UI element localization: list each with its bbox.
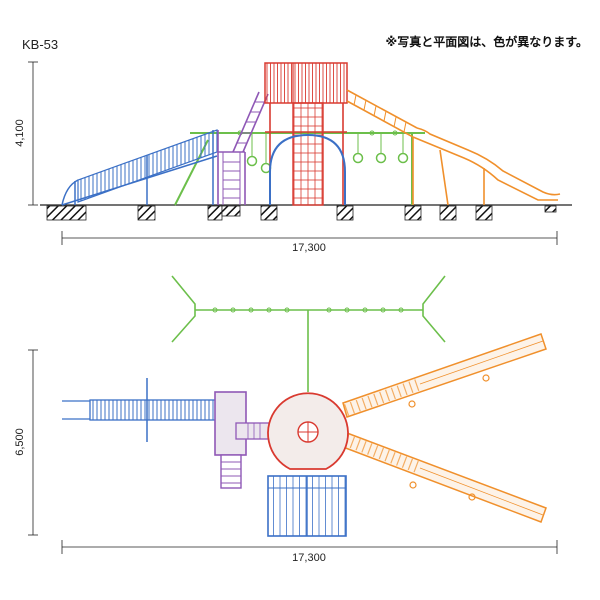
bar-joint (392, 130, 398, 136)
lower-slide-rungs (343, 434, 423, 474)
plan-blue-deck (267, 475, 347, 537)
elevation-red-tower (264, 62, 348, 206)
elevation-blue-ramp (61, 129, 218, 206)
plan-width-label: 17,300 (292, 552, 326, 564)
plan-monkey-bars (171, 275, 446, 392)
hanging-ring (246, 155, 258, 167)
plan-view: 6,500 (14, 275, 558, 564)
bar-joint (230, 307, 236, 313)
elevation-width-dimension (61, 231, 558, 245)
orange-stair-rung (353, 94, 357, 106)
bar-joint (266, 307, 272, 313)
orange-stair-rail-bottom (346, 100, 414, 138)
foundation-block (207, 205, 223, 221)
bar-joint (362, 307, 368, 313)
red-tower-roof (264, 62, 348, 104)
orange-stair-rung (373, 105, 377, 117)
upper-slide-rungs (344, 378, 422, 416)
foundation-block (46, 205, 87, 221)
orange-stair-rung (383, 110, 387, 122)
slide-support (439, 149, 449, 206)
purple-bridge-plan (235, 422, 271, 440)
bar-joint (326, 307, 332, 313)
plan-depth-dimension (28, 349, 38, 536)
frame-right-fork (422, 275, 446, 343)
plan-depth-label: 6,500 (14, 428, 26, 456)
slide-bottom-edge (412, 136, 558, 201)
foundation-block (404, 205, 422, 221)
elevation-width-label: 17,300 (292, 242, 326, 254)
foundation-block (221, 205, 241, 217)
ramp-deck (61, 155, 218, 206)
plan-red-tower (267, 392, 349, 470)
elevation-height-dimension (28, 61, 38, 206)
foundation-block (544, 205, 557, 213)
plan-purple-tower (214, 391, 271, 489)
orange-stair-rung (363, 99, 367, 111)
hanging-ring (375, 152, 387, 164)
lower-slide-centerline (419, 467, 544, 516)
foundation-block (475, 205, 493, 221)
orange-stair-rung (393, 116, 397, 128)
elevation-orange-slide (346, 89, 561, 206)
upper-slide-centerline (419, 340, 544, 385)
purple-stair-rail (242, 93, 269, 153)
orange-stair-rail-top (346, 89, 418, 129)
hanging-ring (352, 152, 364, 164)
color-note: ※写真と平面図は、色が異なります。 (386, 34, 588, 49)
elevation-view: 4,100 (14, 61, 572, 254)
slide-top-edge (416, 127, 561, 196)
lower-slide-support (409, 481, 417, 489)
bar-joint (369, 130, 375, 136)
foundation-block (260, 205, 278, 221)
ramp-handrail-end (61, 179, 79, 206)
bar-joint (344, 307, 350, 313)
elevation-purple-tower (217, 91, 269, 205)
red-climbing-net (292, 102, 324, 206)
elevation-height-label: 4,100 (14, 119, 26, 147)
bar-joint (380, 307, 386, 313)
foundation-block (439, 205, 457, 221)
plan-blue-ramp (62, 378, 217, 442)
frame-left-fork (171, 275, 196, 343)
lower-slide-support (468, 493, 476, 501)
ramp-deck-plan (89, 399, 217, 421)
orange-stair-rung (403, 121, 407, 133)
bar-joint (284, 307, 290, 313)
blue-arch (269, 133, 346, 205)
hanging-ring (397, 152, 409, 164)
plan-orange-slides (342, 333, 547, 523)
bar-joint (398, 307, 404, 313)
upper-slide-support (482, 374, 490, 382)
foundation-block (336, 205, 354, 221)
bar-joint (212, 307, 218, 313)
model-number: KB-53 (22, 37, 58, 52)
foundation-block (137, 205, 156, 221)
purple-stairs-plan (220, 454, 242, 489)
upper-slide-support (408, 400, 416, 408)
bar-joint (248, 307, 254, 313)
plan-width-dimension (61, 540, 558, 554)
foundations (46, 205, 557, 221)
